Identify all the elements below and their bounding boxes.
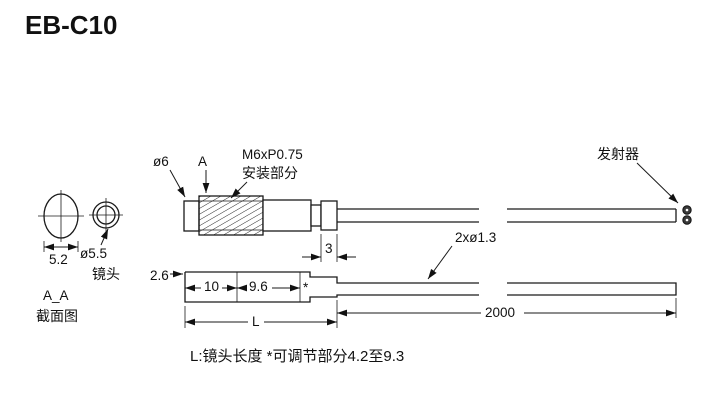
collar-shape — [310, 204, 322, 227]
page-title: EB-C10 — [25, 10, 117, 40]
side-view — [183, 195, 692, 236]
cross-section-view: 5.2 ø5.5 镜头 A_A 截面图 — [36, 190, 123, 324]
dimension-view — [184, 271, 677, 303]
lower-outline-bottom — [184, 272, 479, 303]
dimensions: 2.6 10 9.6 * 3 L 2000 — [150, 234, 677, 329]
body-shape — [262, 199, 312, 232]
dim-tip-label: 2.6 — [150, 268, 169, 283]
lens-label: 镜头 — [92, 266, 120, 282]
dim-cable-length-label: 2000 — [485, 305, 515, 320]
mount-part-label: 安装部分 — [242, 165, 298, 181]
dim-width-label: 5.2 — [49, 252, 68, 267]
tip-diameter-label: ø6 — [153, 154, 169, 169]
section-name-label: A_A — [43, 288, 69, 303]
emitter-label: 发射器 — [597, 146, 639, 162]
thread-spec-label: M6xP0.75 — [242, 147, 303, 162]
callouts: ø6 A M6xP0.75 安装部分 发射器 2xø1.3 — [153, 146, 679, 280]
dim-seg2-label: 9.6 — [249, 279, 268, 294]
drawing-note: L:镜头长度 *可调节部分4.2至9.3 — [190, 347, 404, 365]
lower-outline-right — [507, 282, 677, 296]
lens-diameter-label: ø5.5 — [80, 246, 107, 261]
dim-seg1-label: 10 — [204, 279, 219, 294]
cable-spec-label: 2xø1.3 — [455, 230, 496, 245]
dim-length-label: L — [252, 314, 260, 329]
section-mark-label: A — [198, 154, 207, 169]
thread-section-shape — [198, 195, 264, 236]
emitter-ends — [682, 205, 692, 225]
section-caption-label: 截面图 — [36, 308, 78, 324]
dim-collar-label: 3 — [325, 241, 333, 256]
nut-shape — [320, 200, 338, 231]
lower-outline-top — [185, 271, 479, 284]
adjustable-star-mark: * — [303, 280, 309, 295]
